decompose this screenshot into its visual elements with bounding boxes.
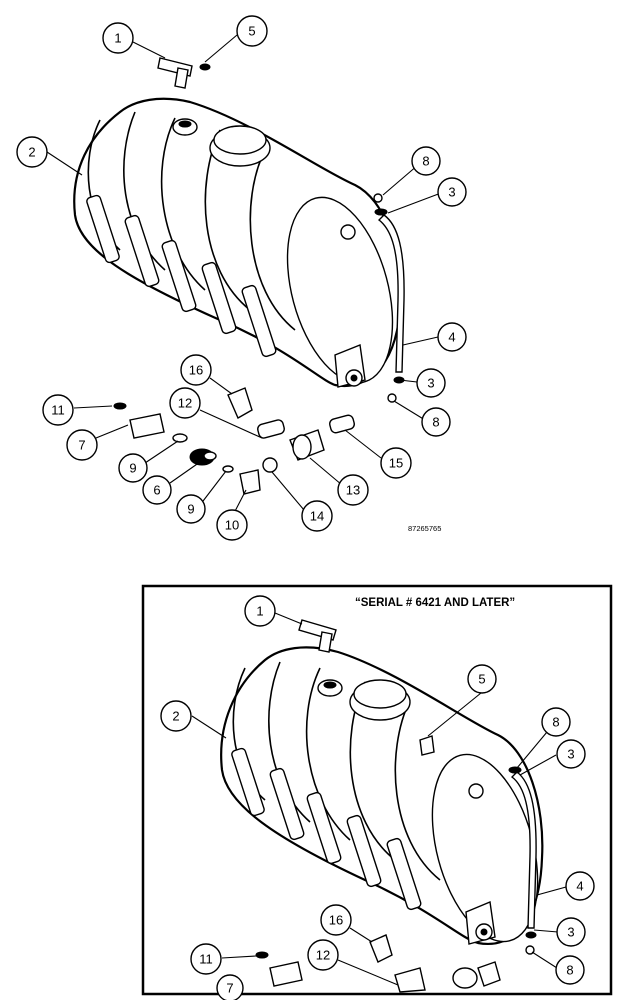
callout-label: 10 — [225, 518, 239, 533]
callout-label: 15 — [389, 456, 403, 471]
callout-label: 4 — [576, 879, 583, 894]
inset-tank — [220, 646, 544, 946]
callout-label: 9 — [187, 502, 194, 517]
callout-label: 12 — [178, 396, 192, 411]
callout-label: 8 — [422, 154, 429, 169]
inset-sight-tube — [508, 766, 537, 955]
inset-leaders — [191, 612, 567, 986]
callout-10: 10 — [216, 509, 248, 541]
callout-label: 8 — [432, 415, 439, 430]
top-tee-fitting — [157, 57, 211, 89]
inset-callout-12: 12 — [307, 939, 339, 971]
callout-2: 2 — [16, 136, 48, 168]
callout-label: 1 — [114, 31, 121, 46]
plumbing-fittings — [113, 387, 355, 495]
callout-label: 4 — [448, 330, 455, 345]
inset-callout-4: 4 — [565, 871, 595, 901]
callout-16: 16 — [180, 354, 212, 386]
callout-8: 8 — [411, 146, 441, 176]
callout-label: 3 — [448, 185, 455, 200]
callout-3: 3 — [416, 368, 446, 398]
inset-callout-16: 16 — [320, 904, 352, 936]
inset-callout-1: 1 — [244, 595, 276, 627]
callout-label: 11 — [51, 403, 65, 418]
callout-label: 11 — [199, 952, 213, 967]
inset-callout-8: 8 — [541, 707, 571, 737]
inset-view: “SERIAL # 6421 AND LATER” — [141, 584, 613, 1000]
inset-plumbing-fittings — [255, 934, 501, 993]
callout-9: 9 — [118, 453, 148, 483]
callout-label: 8 — [552, 715, 559, 730]
callout-9: 9 — [176, 494, 206, 524]
inset-title: “SERIAL # 6421 AND LATER” — [355, 597, 515, 609]
callout-label: 3 — [567, 747, 574, 762]
callout-1: 1 — [102, 22, 134, 54]
inset-callout-8: 8 — [555, 955, 585, 985]
callout-label: 2 — [172, 709, 179, 724]
inset-callout-7: 7 — [216, 974, 244, 1000]
main-leaders — [46, 34, 442, 518]
inset-callout-11: 11 — [190, 943, 222, 975]
inset-callout-5: 5 — [467, 664, 497, 694]
callout-label: 2 — [28, 145, 35, 160]
tank — [73, 97, 402, 388]
callout-label: 16 — [189, 363, 203, 378]
callout-6: 6 — [142, 475, 172, 505]
callout-label: 9 — [129, 461, 136, 476]
callout-label: 5 — [478, 672, 485, 687]
callout-3: 3 — [437, 177, 467, 207]
callout-13: 13 — [337, 474, 369, 506]
callout-15: 15 — [380, 447, 412, 479]
inset-tee-fitting — [298, 619, 337, 653]
callout-label: 3 — [427, 376, 434, 391]
callout-label: 14 — [310, 509, 324, 524]
main-view: 1 5 2 8 3 4 3 8 16 11 12 — [16, 15, 467, 541]
callout-label: 5 — [248, 24, 255, 39]
callout-label: 7 — [78, 438, 85, 453]
inset-callout-2: 2 — [160, 700, 192, 732]
inset-frame — [141, 584, 613, 996]
callout-label: 12 — [316, 948, 330, 963]
callout-label: 3 — [567, 925, 574, 940]
callout-12: 12 — [169, 387, 201, 419]
inset-callout-3: 3 — [556, 917, 586, 947]
figure-number: 87265765 — [408, 524, 441, 533]
callout-label: 13 — [346, 483, 360, 498]
inset-callout-3: 3 — [556, 739, 586, 769]
callout-7: 7 — [66, 429, 98, 461]
callout-4: 4 — [437, 322, 467, 352]
callout-label: 16 — [329, 913, 343, 928]
callout-14: 14 — [301, 500, 333, 532]
callout-8: 8 — [421, 407, 451, 437]
callout-label: 6 — [153, 483, 160, 498]
callout-label: 7 — [226, 981, 233, 996]
callout-5: 5 — [236, 15, 268, 47]
callout-label: 8 — [566, 963, 573, 978]
callout-label: 1 — [256, 604, 263, 619]
callout-11: 11 — [42, 394, 74, 426]
